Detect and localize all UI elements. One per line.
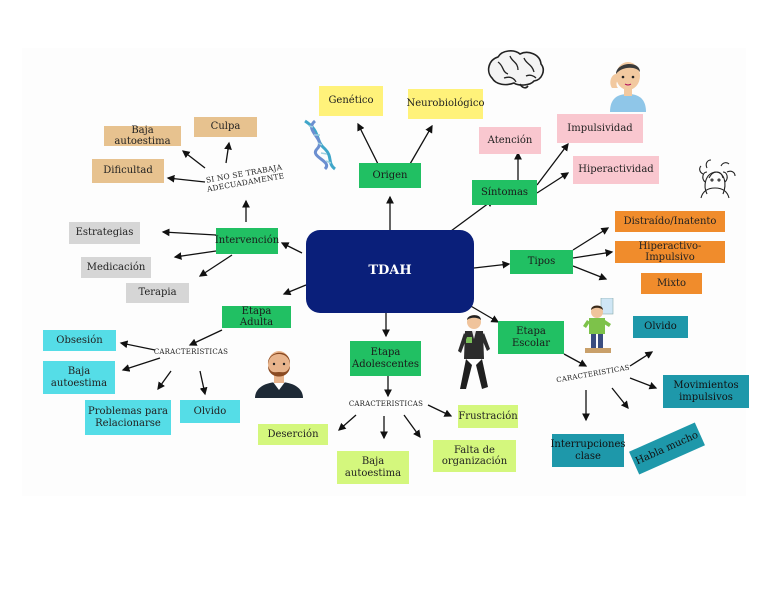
mixto-label: Mixto (656, 277, 687, 289)
origen-label: Origen (372, 169, 408, 181)
stressed-person-icon (699, 159, 736, 199)
tipos-label: Tipos (527, 256, 556, 268)
etapa-adolescentes-node: Etapa Adolescentes (350, 341, 421, 376)
terapia-label: Terapia (138, 287, 177, 299)
distraido-node: Distraído/Inatento (615, 211, 725, 232)
atencion-node: Atención (479, 127, 541, 154)
etapa-adulta-label: Etapa Adulta (239, 305, 274, 329)
falta-organizacion-node: Falta de organización (433, 440, 516, 472)
hiperactividad-node: Hiperactividad (573, 156, 659, 184)
atencion-label: Atención (487, 134, 533, 146)
falta-organizacion-label: Falta de organización (441, 444, 508, 468)
culpa-node: Culpa (194, 117, 257, 137)
hiperactivo-impulsivo-node: Hiperactivo-Impulsivo (615, 241, 725, 263)
medicacion-label: Medicación (86, 261, 146, 273)
tdah-label: TDAH (368, 263, 412, 279)
hiperactividad-label: Hiperactividad (578, 164, 654, 176)
culpa-label: Culpa (210, 121, 241, 133)
interrupciones-clase-node: Interrupciones clase (550, 434, 626, 467)
etapa-adulta-node: Etapa Adulta (222, 306, 291, 328)
etapa-escolar-label: Etapa Escolar (512, 326, 550, 349)
baja-autoestima-culpa-label: Baja autoestima (114, 124, 171, 148)
impulsividad-node: Impulsividad (557, 114, 643, 143)
dificultad-node: Dificultad (92, 159, 164, 183)
movimientos-impulsivos-label: Movimientos impulsivos (673, 380, 739, 403)
genetico-label: Genético (328, 95, 374, 107)
baja-autoestima-adolescentes-node: Baja autoestima (337, 451, 409, 484)
dificultad-label: Dificultad (103, 165, 153, 177)
adolescentes-caracteristicas-text: CARACTERISTICAS (348, 399, 424, 408)
bearded-man-icon (255, 351, 303, 398)
listening-boy-icon (610, 62, 646, 112)
terapia-node: Terapia (126, 283, 189, 303)
adolescentes-caracteristicas-label: CARACTERISTICAS (347, 397, 425, 411)
neurobiologico-label: Neurobiológico (406, 98, 485, 110)
frustracion-label: Frustración (458, 410, 518, 422)
obsesion-label: Obsesión (56, 334, 103, 346)
baja-autoestima-adulta-label: Baja autoestima (50, 366, 108, 389)
baja-autoestima-adolescentes-label: Baja autoestima (344, 456, 402, 479)
olvido-escolar-node: Olvido (633, 316, 688, 338)
movimientos-impulsivos-node: Movimientos impulsivos (663, 375, 749, 408)
etapa-adolescentes-label: Etapa Adolescentes (352, 347, 419, 370)
distraido-label: Distraído/Inatento (623, 215, 717, 227)
mixto-node: Mixto (641, 273, 702, 294)
sintomas-label: Síntomas (480, 186, 529, 198)
impulsividad-label: Impulsividad (567, 122, 633, 134)
baja-autoestima-culpa-node: Baja autoestima (104, 124, 181, 148)
medicacion-node: Medicación (81, 257, 151, 278)
desercion-node: Deserción (258, 424, 328, 445)
estrategias-label: Estrategias (75, 227, 134, 239)
tdah-center-node: TDAH (306, 230, 474, 313)
olvido-adulta-label: Olvido (193, 405, 227, 417)
baja-autoestima-adulta-node: Baja autoestima (43, 361, 115, 394)
dna-icon (304, 119, 337, 171)
obsesion-node: Obsesión (43, 330, 116, 351)
genetico-node: Genético (319, 86, 383, 116)
origen-node: Origen (359, 163, 421, 188)
problemas-relacionarse-label: Problemas para Relacionarse (88, 406, 168, 429)
problemas-relacionarse-node: Problemas para Relacionarse (85, 400, 171, 435)
adulta-caracteristicas-label: CARACTERISTICAS (152, 345, 230, 359)
etapa-escolar-node: Etapa Escolar (498, 321, 564, 354)
olvido-escolar-label: Olvido (644, 321, 677, 333)
adulta-caracteristicas-text: CARACTERISTICAS (153, 347, 229, 356)
si-no-se-trabaja-text: SI NO SE TRABAJA ADECUADAMENTE (205, 162, 285, 194)
brain-icon (487, 50, 544, 89)
interrupciones-clase-label: Interrupciones clase (550, 439, 626, 462)
estrategias-node: Estrategias (69, 222, 140, 244)
walking-teen-icon (458, 315, 490, 389)
schoolboy-icon (583, 298, 614, 353)
desercion-label: Deserción (267, 428, 319, 440)
olvido-adulta-node: Olvido (180, 400, 240, 423)
tipos-node: Tipos (510, 250, 573, 274)
intervencion-label: Intervención (214, 235, 280, 247)
neurobiologico-node: Neurobiológico (406, 89, 485, 119)
frustracion-node: Frustración (458, 405, 518, 428)
hiperactivo-impulsivo-label: Hiperactivo-Impulsivo (638, 240, 702, 264)
intervencion-node: Intervención (214, 228, 280, 254)
sintomas-node: Síntomas (472, 180, 537, 205)
